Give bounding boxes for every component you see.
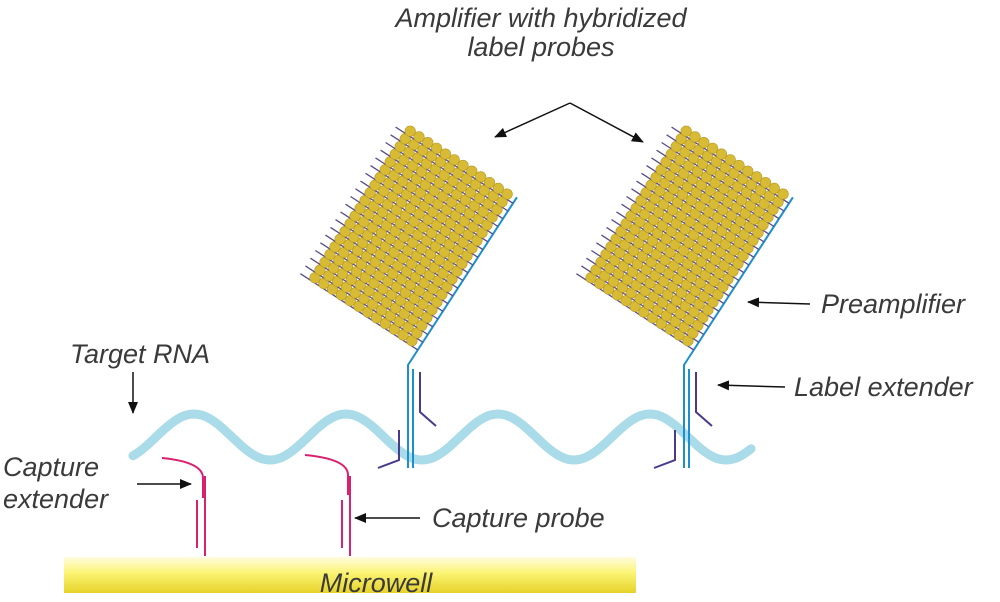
preamplifier-strand bbox=[407, 196, 518, 468]
label-probe-bead bbox=[768, 182, 780, 194]
arrow-icon bbox=[747, 297, 811, 308]
label-probe-bead bbox=[777, 188, 789, 200]
label-probe-bead bbox=[751, 171, 763, 183]
label-probe-bead bbox=[680, 125, 692, 137]
label-probe-bead bbox=[448, 154, 460, 166]
label-probe-bead bbox=[706, 142, 719, 154]
label-probe-bead bbox=[759, 177, 772, 189]
preamplifier-label: Preamplifier bbox=[821, 289, 966, 319]
label-extender-strand bbox=[695, 372, 713, 427]
label-probe-bead bbox=[715, 148, 728, 160]
label-extender-label: Label extender bbox=[794, 372, 974, 402]
amplifier-label-line2: label probes bbox=[467, 32, 614, 62]
microwell-label: Microwell bbox=[320, 568, 434, 598]
arrow-icon bbox=[569, 102, 644, 143]
label-probe-bead bbox=[492, 182, 504, 194]
label-probe-bead bbox=[698, 137, 710, 149]
preamplifier-strand bbox=[683, 196, 794, 468]
label-probe-bead bbox=[431, 142, 443, 154]
arrow-icon bbox=[494, 102, 571, 138]
label-probe-bead bbox=[742, 165, 754, 177]
label-probe-bead bbox=[439, 148, 452, 160]
amplifier-label-line1: Amplifier with hybridized bbox=[393, 3, 687, 33]
label-probe-bead bbox=[404, 125, 416, 137]
label-probe-bead bbox=[733, 159, 745, 172]
label-extender-strand bbox=[377, 430, 400, 469]
target-rna-strand bbox=[128, 409, 756, 465]
capture-probe-label: Capture probe bbox=[432, 503, 605, 533]
label-probe-bead bbox=[689, 131, 701, 143]
label-probe-bead bbox=[475, 171, 487, 183]
label-probe-bead bbox=[422, 137, 434, 149]
label-probe-bead bbox=[501, 188, 513, 200]
capture-extender-strand bbox=[304, 454, 349, 495]
microwell-surface bbox=[64, 557, 636, 593]
amplifier-left bbox=[300, 125, 518, 469]
annotation-arrows bbox=[128, 102, 811, 523]
label-extender-strand bbox=[653, 430, 676, 469]
label-probe-bead bbox=[466, 165, 478, 177]
label-probe-bead bbox=[483, 177, 496, 189]
label-extender-strand bbox=[419, 372, 437, 427]
capture-probes-group bbox=[161, 454, 351, 556]
target-rna-label: Target RNA bbox=[70, 339, 210, 369]
label-probe-bead bbox=[457, 159, 469, 172]
capture-extender-label-line1: Capture bbox=[3, 452, 99, 482]
capture-extender-label-line2: extender bbox=[3, 484, 109, 514]
capture-extender-strand bbox=[161, 457, 204, 498]
label-probe-bead bbox=[413, 131, 425, 143]
arrow-icon bbox=[717, 380, 786, 391]
amplifier-right bbox=[576, 125, 794, 469]
label-probe-bead bbox=[724, 154, 736, 166]
